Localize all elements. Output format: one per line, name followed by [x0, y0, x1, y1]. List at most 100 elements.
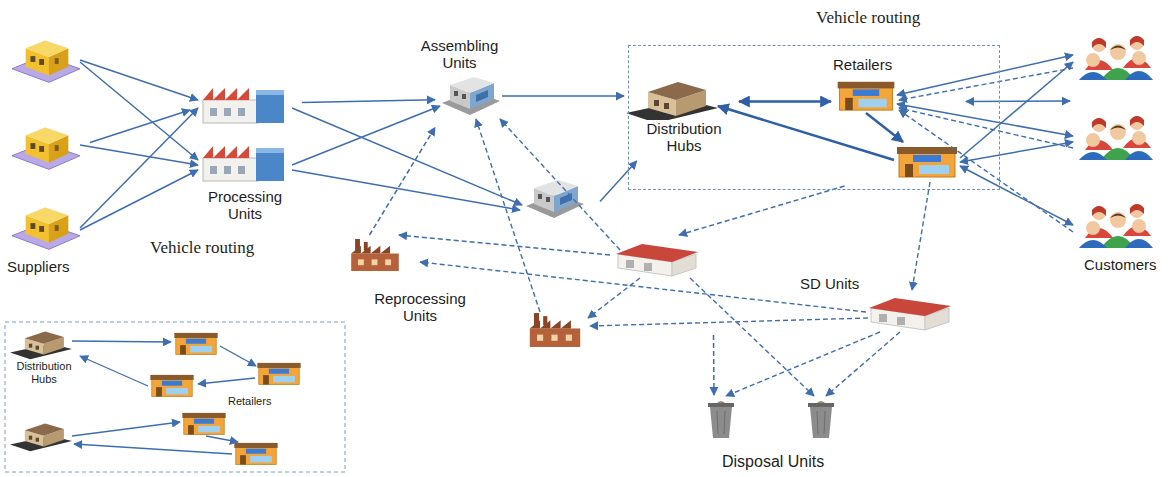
- flow-arrow: [960, 166, 1073, 225]
- flow-arrow: [80, 145, 198, 165]
- return-arrow: [690, 278, 814, 396]
- route-arrow: [72, 341, 171, 342]
- reprocessing-icon: [351, 239, 399, 271]
- free-label: Vehicle routing: [148, 238, 256, 258]
- text-slot: Reprocessing Units: [365, 290, 475, 325]
- hub-icon: [10, 332, 72, 360]
- supplier-icon: [12, 208, 80, 250]
- flow-connector: [399, 235, 610, 255]
- route-arrow: [198, 378, 255, 384]
- text-slot: Retailers: [831, 56, 894, 74]
- text-slot: SD Units: [798, 275, 861, 293]
- node-label: Distribution Hubs: [634, 120, 734, 155]
- flow-connector: [90, 110, 190, 143]
- factory-icon: [203, 88, 284, 123]
- flow-arrow: [80, 108, 198, 228]
- text-slot: Processing Units: [200, 188, 290, 223]
- hub-group: Distribution Hubs: [629, 76, 739, 161]
- supplier-icon: [12, 128, 80, 170]
- text-slot: Distribution Hubs: [634, 120, 734, 155]
- route-arrow: [206, 436, 238, 442]
- processing-group: Processing Units: [190, 80, 302, 230]
- shop-icon: [897, 147, 957, 177]
- flow-connector: [370, 128, 436, 236]
- flow-arrow: [960, 142, 1073, 162]
- sd-icon: [869, 298, 951, 330]
- shop-icon: [838, 82, 895, 110]
- free-label: Distribution Hubs: [12, 360, 76, 385]
- reprocessing-icon: [530, 313, 580, 347]
- customer-icon: [1079, 116, 1153, 160]
- node-label: Assembling Units: [407, 37, 512, 72]
- disposal-group: Disposal Units: [700, 395, 840, 475]
- node-label: SD Units: [798, 275, 861, 292]
- customer-group: Customers: [1070, 30, 1165, 275]
- supplier-icon: [12, 41, 80, 83]
- node-label: Disposal Units: [720, 453, 826, 471]
- node-label: Retailers: [831, 56, 894, 73]
- flow-connector: [713, 335, 715, 395]
- flow-arrow: [80, 62, 198, 160]
- flow-connector: [600, 161, 637, 202]
- shop-icon: [150, 375, 193, 397]
- shop-icon: [234, 443, 277, 465]
- reprocessing-group: Reprocessing Units: [345, 235, 590, 350]
- retailer-group: Retailers: [831, 56, 966, 186]
- sd-group: SD Units: [610, 235, 955, 335]
- text-slot: Assembling Units: [407, 37, 512, 72]
- node-label: Suppliers: [5, 258, 72, 275]
- flow-arrow: [897, 104, 1073, 136]
- flow-connector: [679, 186, 845, 235]
- bin-icon: [708, 401, 734, 438]
- flow-connector: [302, 100, 435, 103]
- shop-icon: [257, 363, 300, 385]
- return-arrow: [476, 119, 540, 312]
- flow-arrow: [502, 95, 624, 97]
- customer-icon: [1079, 36, 1153, 80]
- routing-region: Vehicle routingDistribution HubsRetailer…: [628, 45, 1000, 190]
- customer-icon: [1079, 204, 1153, 248]
- sd-icon: [616, 244, 698, 276]
- text-slot: Customers: [1082, 256, 1159, 274]
- flow-arrow: [292, 170, 520, 210]
- flow-connector: [966, 100, 1070, 102]
- route-arrow: [72, 422, 180, 436]
- node-label: Vehicle routing: [814, 8, 922, 28]
- route-arrow: [866, 113, 903, 142]
- text-slot: Vehicle routing: [148, 238, 256, 258]
- return-arrow: [500, 119, 620, 250]
- inset-frame: [5, 322, 345, 472]
- assembly-icon: [526, 180, 584, 218]
- return-arrow: [826, 332, 900, 396]
- shop-icon: [182, 413, 225, 435]
- flow-arrow: [80, 170, 198, 230]
- text-slot: Suppliers: [5, 258, 72, 276]
- supplier-group: Suppliers: [5, 30, 90, 280]
- node-label: Customers: [1082, 256, 1159, 273]
- hub-icon: [626, 82, 718, 123]
- factory-icon: [203, 146, 284, 181]
- route-arrow: [80, 356, 148, 386]
- assembling-group: Assembling Units: [435, 35, 600, 220]
- return-arrow: [912, 182, 930, 290]
- assembly-icon: [442, 77, 500, 115]
- hub-icon: [10, 424, 72, 452]
- route-arrow: [74, 444, 232, 454]
- route-arrow: [220, 346, 256, 366]
- return-arrow: [590, 318, 868, 326]
- return-arrow: [588, 278, 640, 318]
- flow-arrow: [897, 55, 1073, 95]
- node-label: Processing Units: [200, 188, 290, 223]
- text-slot: Vehicle routing: [814, 8, 922, 28]
- node-label: Reprocessing Units: [365, 290, 475, 325]
- text-slot: Distribution Hubs: [12, 360, 76, 387]
- flow-connector: [739, 100, 831, 103]
- shop-icon: [174, 333, 217, 355]
- flow-arrow: [80, 60, 198, 100]
- return-arrow: [899, 68, 1073, 100]
- text-slot: Retailers: [226, 391, 273, 409]
- return-arrow: [726, 332, 880, 396]
- free-label: Retailers: [226, 395, 273, 408]
